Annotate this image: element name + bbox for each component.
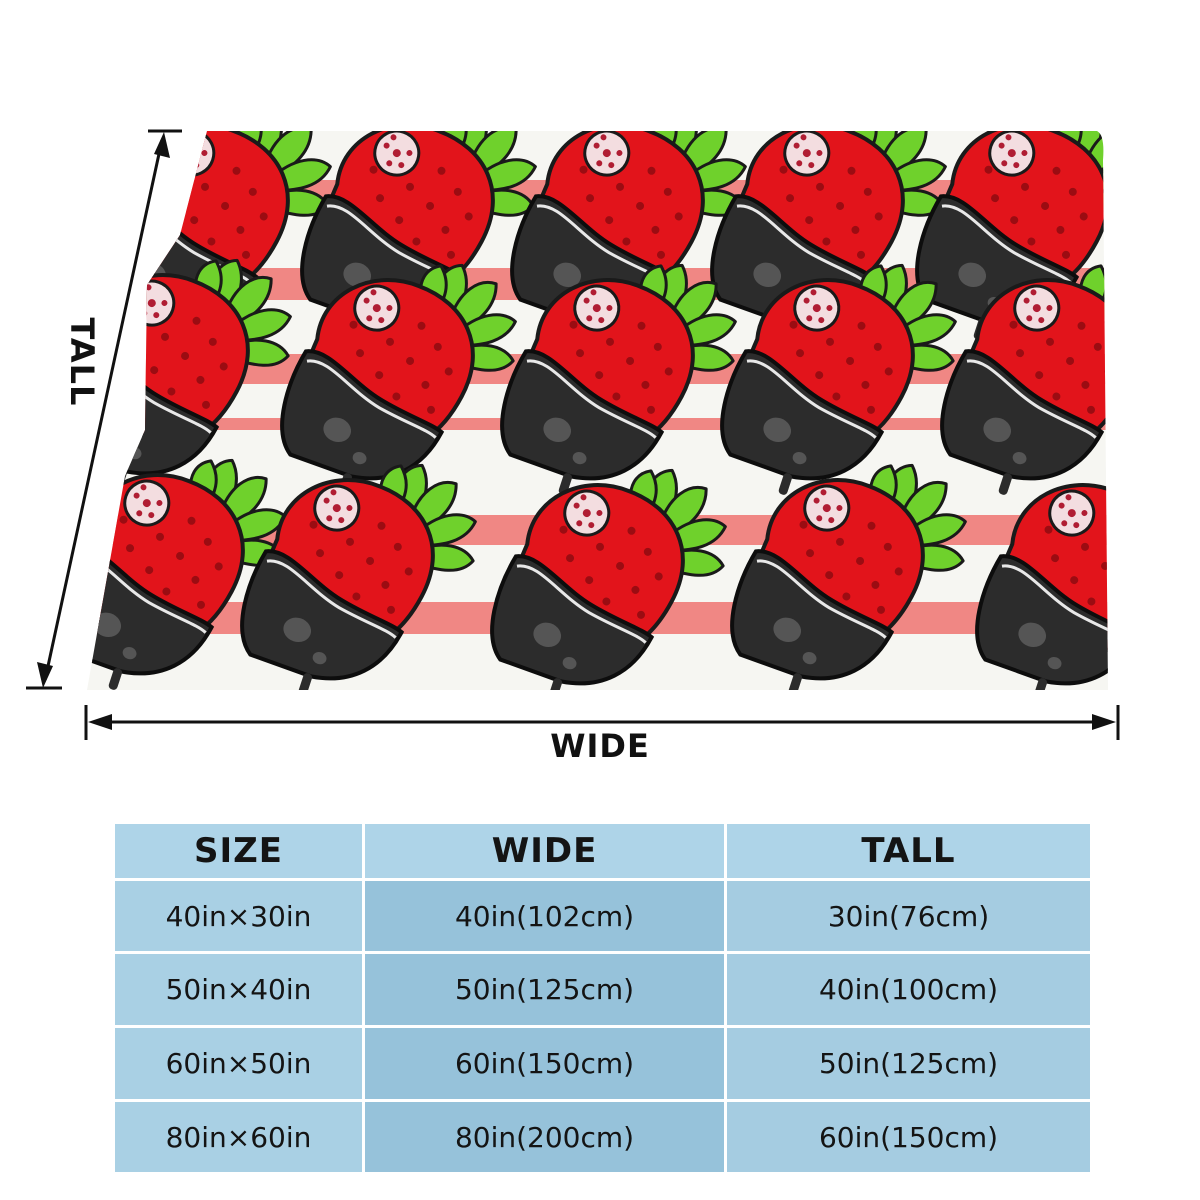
header-tall: TALL bbox=[727, 824, 1090, 878]
wide-cell: 80in(200cm) bbox=[365, 1102, 727, 1172]
tall-arrow bbox=[26, 129, 182, 690]
tall-cell: 40in(100cm) bbox=[727, 954, 1090, 1025]
size-cell: 80in×60in bbox=[115, 1102, 365, 1172]
wide-arrow bbox=[84, 705, 1120, 740]
wide-cell: 60in(150cm) bbox=[365, 1028, 727, 1099]
size-table: SIZE WIDE TALL 40in×30in 40in(102cm) 30i… bbox=[115, 824, 1090, 1172]
blanket-figure bbox=[26, 129, 1120, 740]
wide-label: WIDE bbox=[550, 727, 650, 765]
tall-cell: 50in(125cm) bbox=[727, 1028, 1090, 1099]
tall-label: TALL bbox=[63, 317, 101, 407]
header-size: SIZE bbox=[115, 824, 365, 878]
header-wide: WIDE bbox=[365, 824, 727, 878]
size-cell: 40in×30in bbox=[115, 881, 365, 951]
wide-cell: 40in(102cm) bbox=[365, 881, 727, 951]
size-cell: 50in×40in bbox=[115, 954, 365, 1025]
wide-cell: 50in(125cm) bbox=[365, 954, 727, 1025]
tall-cell: 30in(76cm) bbox=[727, 881, 1090, 951]
tall-cell: 60in(150cm) bbox=[727, 1102, 1090, 1172]
size-cell: 60in×50in bbox=[115, 1028, 365, 1099]
